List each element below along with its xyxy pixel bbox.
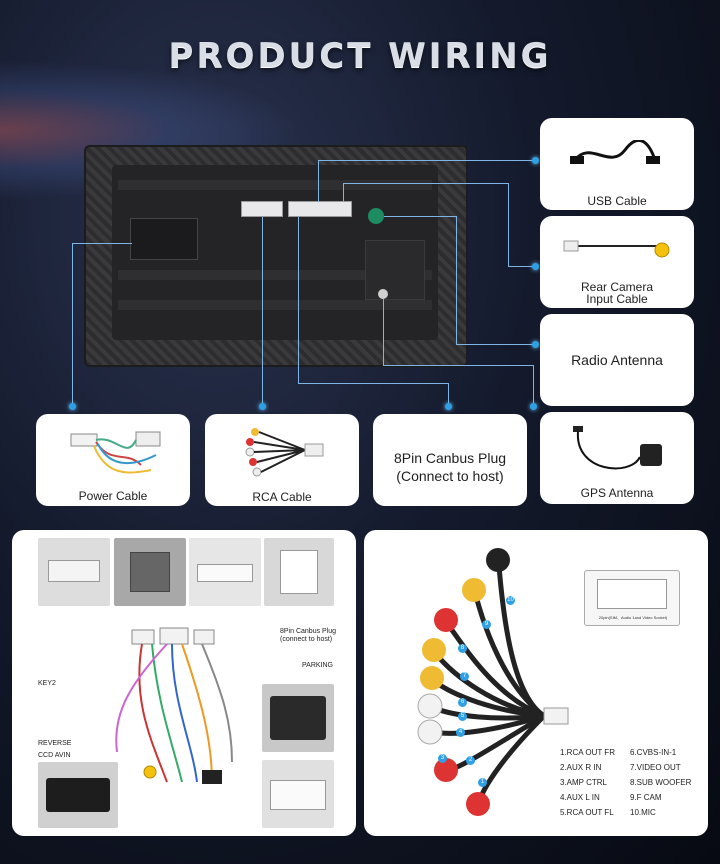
connector-photo-4 <box>264 538 334 606</box>
chassis-rib <box>118 270 432 280</box>
chassis-rib <box>118 300 432 310</box>
connector-photo-7 <box>262 760 334 828</box>
legend-item: 3.AMP CTRL <box>560 778 607 787</box>
legend-col-1: 1.RCA OUT FR 2.AUX R IN 3.AMP CTRL 4.AUX… <box>560 748 620 817</box>
ccd-avin-label: CCD AVIN <box>38 752 71 759</box>
usb-leader-v <box>318 160 319 202</box>
usb-dot <box>532 157 539 164</box>
usb-cable-label: USB Cable <box>587 194 647 208</box>
legend-item: 9.F CAM <box>630 793 662 802</box>
canbus-plug-label-1: 8Pin Canbus Plug <box>393 450 507 466</box>
usb-leader-h <box>318 160 536 161</box>
connector-photo-1 <box>38 538 110 606</box>
canbus-leader-h <box>298 383 448 384</box>
connector-photo-5 <box>38 762 118 828</box>
rca-harness-illustration <box>394 536 574 832</box>
power-cable-icon <box>66 420 166 480</box>
power-cable-panel: Power Cable <box>36 414 190 506</box>
gps-leader-v <box>383 299 384 365</box>
legend-item: 7.VIDEO OUT <box>630 763 681 772</box>
camera-leader-v2 <box>508 183 509 266</box>
canbus-plug-label-2: (Connect to host) <box>396 468 504 484</box>
socket-caption: 20pin(SIM、Audio 1and Video Socket) <box>598 615 668 620</box>
legend-item: 1.RCA OUT FR <box>560 748 615 757</box>
power-harness-panel: 8Pin Canbus Plug (connect to host) PARKI… <box>12 530 356 836</box>
gps-leader-v2 <box>533 365 534 407</box>
plug-number-3: 3 <box>438 754 447 763</box>
rca-dot <box>259 403 266 410</box>
camera-leader-h <box>343 183 508 184</box>
gps-leader-h <box>383 365 533 366</box>
canbus-dot <box>445 403 452 410</box>
gps-dot <box>530 403 537 410</box>
connector-photo-2 <box>114 538 186 606</box>
rca-leader-v <box>262 217 263 406</box>
key2-label: KEY2 <box>38 680 56 687</box>
plug-number-9: 9 <box>482 620 491 629</box>
rear-camera-panel: Rear Camera Input Cable <box>540 216 694 308</box>
rca-cable-panel: RCA Cable <box>205 414 359 506</box>
power-leader-v <box>72 243 73 406</box>
legend-item: 2.AUX R IN <box>560 763 602 772</box>
rca-cable-icon <box>235 420 335 480</box>
radio-antenna-port <box>378 289 388 299</box>
power-cable-label: Power Cable <box>78 489 148 503</box>
radio-antenna-panel: Radio Antenna <box>540 314 694 406</box>
rear-camera-label-2: Input Cable <box>586 292 648 306</box>
power-port <box>130 218 198 260</box>
gps-antenna-icon <box>570 422 670 477</box>
rca-port <box>241 201 283 217</box>
parking-label: PARKING <box>302 662 333 669</box>
connector-photo-6 <box>262 684 334 752</box>
page-title: PRODUCT WIRING <box>168 36 552 76</box>
reverse-label: REVERSE <box>38 740 72 747</box>
legend-item: 4.AUX L IN <box>560 793 600 802</box>
plug-number-5: 5 <box>458 712 467 721</box>
camera-cable-icon <box>562 234 672 260</box>
radio-leader-h2 <box>456 344 536 345</box>
plug-number-1: 1 <box>478 778 487 787</box>
plug-number-6: 6 <box>458 698 467 707</box>
plug-number-4: 4 <box>456 728 465 737</box>
canbus-plug-panel: 8Pin Canbus Plug (Connect to host) <box>373 414 527 506</box>
plug-number-10: 10 <box>506 596 515 605</box>
canbus-port <box>288 201 352 217</box>
camera-leader-h2 <box>508 266 536 267</box>
legend-item: 10.MIC <box>630 808 656 817</box>
legend-item: 6.CVBS-IN-1 <box>630 748 677 757</box>
connector-photo-3 <box>189 538 261 606</box>
gps-antenna-panel: GPS Antenna <box>540 412 694 504</box>
legend-item: 5.RCA OUT FL <box>560 808 614 817</box>
canbus-leader-v <box>298 217 299 383</box>
socket-photo: 20pin(SIM、Audio 1and Video Socket) <box>584 570 680 626</box>
camera-dot <box>532 263 539 270</box>
chassis-rib <box>118 180 432 190</box>
legend-item: 8.SUB WOOFER <box>630 778 692 787</box>
plug-number-7: 7 <box>460 672 469 681</box>
canbus-plug-note-2: (connect to host) <box>280 636 333 643</box>
radio-antenna-label: Radio Antenna <box>571 352 663 368</box>
antenna-block <box>365 240 425 300</box>
plug-number-8: 8 <box>458 644 467 653</box>
radio-leader-v <box>456 216 457 344</box>
usb-cable-icon <box>570 138 660 170</box>
canbus-plug-note-1: 8Pin Canbus Plug <box>280 628 337 635</box>
power-harness-illustration <box>112 622 262 792</box>
rca-cable-label: RCA Cable <box>252 490 312 504</box>
canbus-leader-v2 <box>448 383 449 406</box>
rca-harness-panel: 20pin(SIM、Audio 1and Video Socket) 1.RC <box>364 530 708 836</box>
legend-col-2: 6.CVBS-IN-1 7.VIDEO OUT 8.SUB WOOFER 9.F… <box>630 748 706 817</box>
radio-leader-h <box>384 216 456 217</box>
usb-cable-panel: USB Cable <box>540 118 694 210</box>
rear-camera-label-1: Rear Camera <box>580 280 654 294</box>
plug-number-2: 2 <box>466 756 475 765</box>
power-leader-h <box>72 243 132 244</box>
usb-port <box>368 208 384 224</box>
radio-dot <box>532 341 539 348</box>
power-dot <box>69 403 76 410</box>
gps-antenna-label: GPS Antenna <box>580 486 654 500</box>
camera-leader-v <box>343 183 344 202</box>
